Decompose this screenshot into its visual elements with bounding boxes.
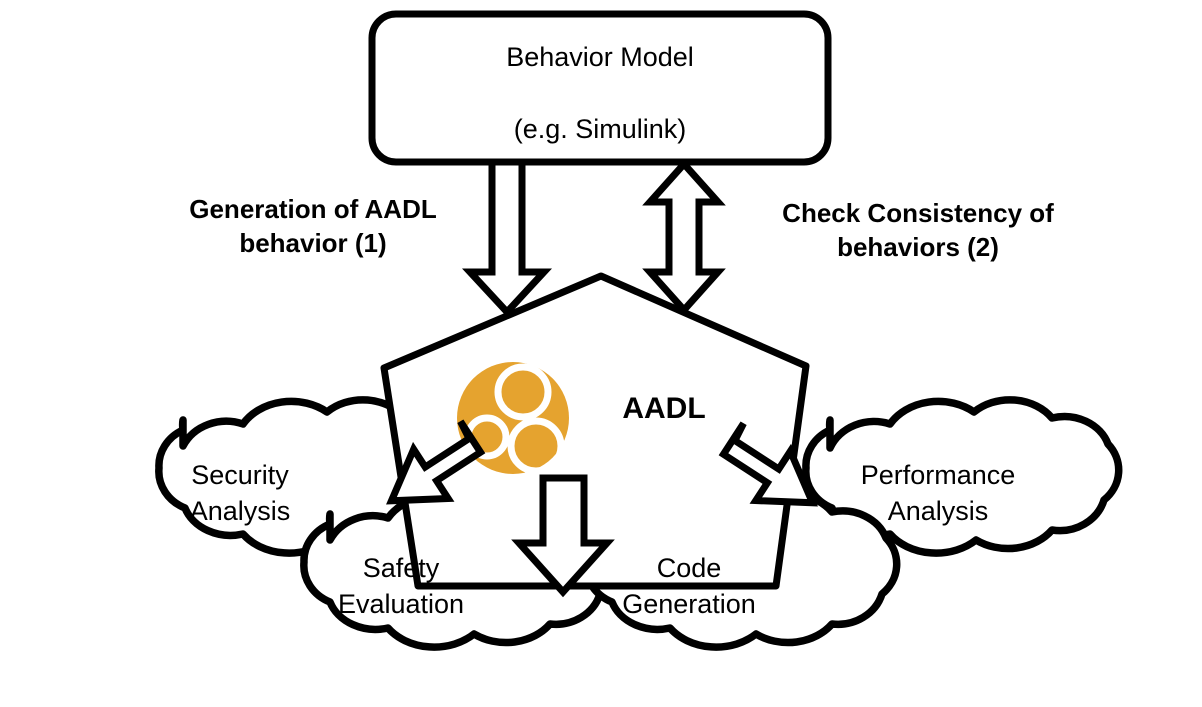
arrow-to-safety — [386, 419, 486, 505]
aadl-pentagon-shape[interactable] — [380, 272, 810, 590]
arrow-to-performance — [718, 421, 818, 507]
arrow-to-code-generation — [511, 474, 615, 598]
arrow-bidirectional-consistency — [642, 158, 726, 316]
arrow-down-generation — [461, 158, 553, 318]
behavior-model-box-shape[interactable] — [368, 10, 832, 166]
